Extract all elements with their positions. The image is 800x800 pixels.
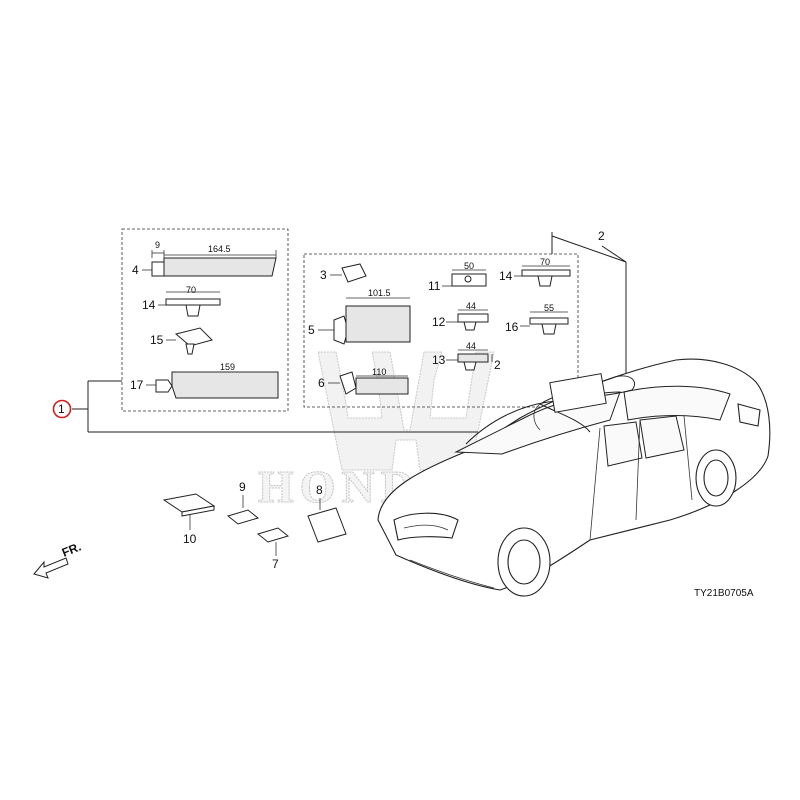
callout-3[interactable]: 3 [320,268,327,282]
left-parts-box: 4 9 164.5 14 70 15 17 159 [121,228,289,412]
callout-6[interactable]: 6 [318,376,325,390]
pads-group: 10 9 7 8 [162,480,347,571]
dimension-12: 44 [466,301,476,311]
callout-13[interactable]: 13 [432,353,446,367]
callout-14-right[interactable]: 14 [499,269,513,283]
callout-17[interactable]: 17 [130,378,144,392]
callout-12[interactable]: 12 [432,315,446,329]
callout-8[interactable]: 8 [316,483,323,497]
callout-16[interactable]: 16 [505,320,519,334]
front-direction-arrow: FR. [33,540,83,579]
dimension-6: 110 [372,367,386,377]
callout-1[interactable]: 1 [58,402,65,416]
callout-7[interactable]: 7 [272,557,279,571]
dimension-5: 101.5 [368,288,391,298]
dimension-14b: 70 [540,257,550,267]
dimension-14a: 70 [186,285,196,295]
dimension-16: 55 [544,303,554,313]
right-parts-box: 3 5 101.5 6 110 11 50 12 44 13 [303,253,579,408]
car-illustration [377,358,771,597]
leader-1: 1 [52,380,478,433]
callout-4[interactable]: 4 [132,263,139,277]
callout-10[interactable]: 10 [183,532,197,546]
callout-5[interactable]: 5 [308,323,315,337]
callout-2[interactable]: 2 [598,229,605,243]
dimension-4a: 9 [155,240,160,250]
callout-1-highlight [52,399,72,419]
front-arrow-label: FR. [60,540,83,560]
callout-9[interactable]: 9 [239,480,246,494]
dimension-11: 50 [464,261,474,271]
callout-14-left[interactable]: 14 [142,298,156,312]
dimension-17: 159 [220,362,235,372]
leader-2: 2 [551,229,627,388]
callout-13-dim-2: 2 [494,358,501,372]
callout-11[interactable]: 11 [428,279,441,293]
diagram-code: TY21B0705A [694,588,754,599]
callout-15[interactable]: 15 [150,333,164,347]
dimension-13: 44 [466,341,476,351]
dimension-4b: 164.5 [208,244,231,254]
